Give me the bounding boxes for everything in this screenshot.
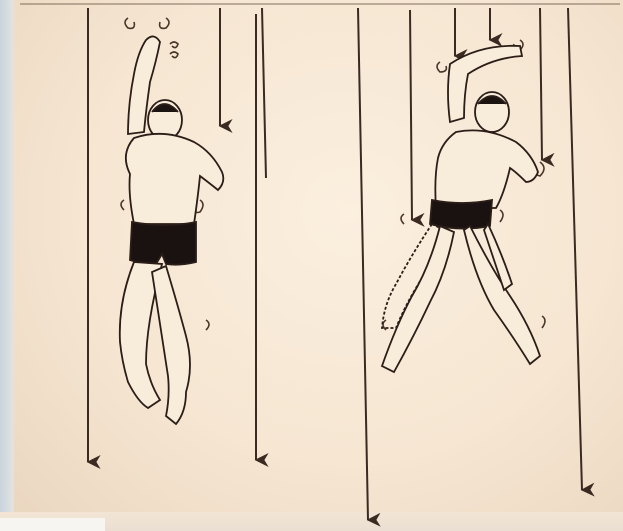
flow-arrow <box>540 8 542 160</box>
swirl-icon <box>437 62 446 72</box>
swirl-icon <box>542 316 545 328</box>
swirl-icon <box>125 18 134 28</box>
swirl-icon <box>170 42 178 48</box>
swimmer-right <box>382 46 540 372</box>
torso <box>435 130 538 208</box>
flow-arrow <box>358 8 368 520</box>
swirl-icon <box>401 214 404 224</box>
swim-trunks <box>430 200 492 229</box>
swirl-icon <box>170 52 178 58</box>
leg-left <box>382 226 454 372</box>
flow-arrow <box>568 8 582 490</box>
swirl-icon <box>121 200 124 210</box>
swirl-icon <box>500 210 503 222</box>
swim-trunks <box>130 222 196 265</box>
flow-line <box>262 8 266 178</box>
swimmer-left <box>120 36 224 424</box>
torso <box>126 134 223 224</box>
swirl-icon <box>206 320 209 330</box>
flow-arrow <box>410 10 412 220</box>
swirl-icon <box>160 18 169 28</box>
leg-right <box>464 226 540 364</box>
